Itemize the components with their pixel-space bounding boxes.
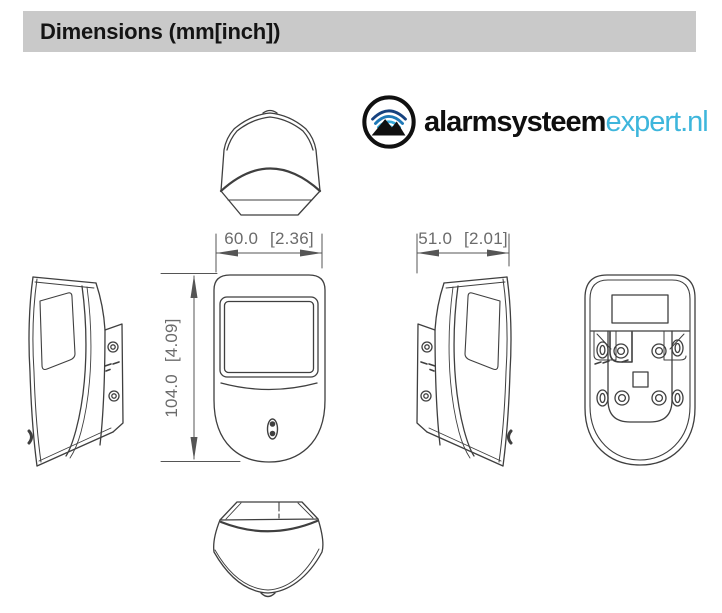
page-title: Dimensions (mm[inch]) xyxy=(40,18,281,44)
width-dimension-lines xyxy=(215,233,323,273)
depth-dimension-label: 51.0 [2.01] xyxy=(418,229,508,248)
back-view-drawing xyxy=(584,274,696,466)
bottom-view-drawing xyxy=(213,501,324,598)
top-view-drawing xyxy=(219,109,322,216)
width-dimension-label: 60.0 [2.36] xyxy=(224,229,314,248)
height-dimension-lines xyxy=(160,273,241,462)
brand-logo: alarmsysteemexpert.nl xyxy=(360,92,709,152)
depth-dimension-lines xyxy=(416,233,510,274)
right-side-view-drawing xyxy=(415,275,513,468)
height-dimension-label: 104.0 [4.09] xyxy=(162,318,181,418)
led-indicator-icon xyxy=(266,418,279,440)
section-header: Dimensions (mm[inch]) xyxy=(23,11,696,52)
brand-name: alarmsysteemexpert.nl xyxy=(424,105,709,139)
left-side-view-drawing xyxy=(27,276,124,467)
wifi-roof-circle-icon xyxy=(362,95,416,149)
brand-name-primary: alarmsysteem xyxy=(424,105,606,138)
front-view-drawing xyxy=(213,274,326,463)
brand-name-secondary: expert.nl xyxy=(605,105,708,138)
